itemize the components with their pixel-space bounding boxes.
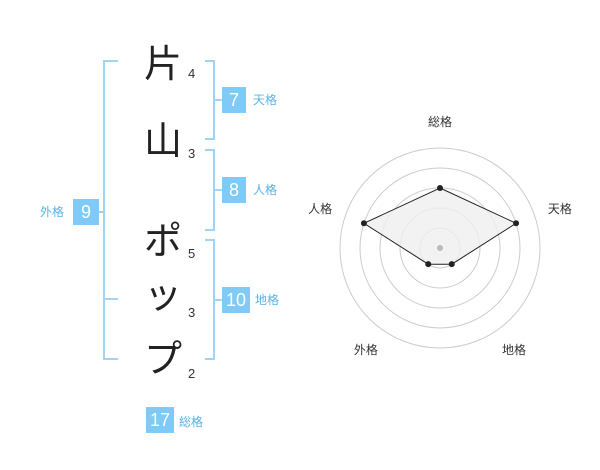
radar-series-shape bbox=[362, 187, 518, 265]
jinkaku-bracket bbox=[205, 149, 215, 231]
radar-axis-label-3: 地格 bbox=[502, 342, 526, 357]
tenkaku-bracket-tick bbox=[215, 99, 222, 101]
stroke-count-5: 2 bbox=[188, 366, 196, 381]
chikaku-label: 地格 bbox=[255, 293, 280, 307]
gaikaku-label: 外格 bbox=[40, 205, 65, 219]
gaikaku-bracket-tick-inner bbox=[103, 298, 118, 300]
chikaku-badge: 10 bbox=[222, 287, 250, 313]
tenkaku-badge: 7 bbox=[222, 87, 246, 113]
stroke-count-2: 3 bbox=[188, 146, 196, 161]
tenkaku-bracket bbox=[205, 60, 215, 140]
soukaku-label: 総格 bbox=[179, 415, 204, 429]
name-char-2: 山 bbox=[143, 119, 182, 163]
chikaku-bracket bbox=[205, 239, 215, 360]
soukaku-badge: 17 bbox=[146, 407, 174, 433]
radar-axis-label-1: 総格 bbox=[428, 114, 452, 129]
radar-center-dot bbox=[437, 245, 443, 251]
stroke-count-3: 5 bbox=[188, 246, 196, 261]
name-char-3: ポ bbox=[143, 219, 182, 263]
radar-axis-label-4: 外格 bbox=[354, 342, 378, 357]
radar-point-3 bbox=[448, 261, 455, 268]
radar-axis-label-5: 人格 bbox=[308, 201, 332, 216]
name-char-4: ッ bbox=[143, 273, 182, 317]
gaikaku-bracket-tick-left bbox=[98, 211, 105, 213]
jinkaku-badge: 8 bbox=[222, 177, 246, 203]
radar-point-5 bbox=[360, 220, 367, 227]
stroke-count-4: 3 bbox=[188, 305, 196, 320]
radar-ring-4 bbox=[359, 167, 521, 329]
jinkaku-bracket-tick bbox=[215, 189, 222, 191]
tenkaku-label: 天格 bbox=[253, 93, 278, 107]
name-char-5: プ bbox=[143, 337, 182, 381]
radar-point-1 bbox=[437, 185, 443, 191]
chikaku-bracket-tick bbox=[215, 299, 222, 301]
gaikaku-badge: 9 bbox=[73, 199, 99, 225]
jinkaku-label: 人格 bbox=[253, 183, 278, 197]
radar-axis-label-2: 天格 bbox=[548, 201, 572, 216]
radar-point-4 bbox=[425, 261, 432, 268]
stroke-count-1: 4 bbox=[188, 66, 196, 81]
radar-point-2 bbox=[513, 220, 520, 227]
gaikaku-bracket bbox=[103, 60, 118, 360]
radar-ring-5 bbox=[339, 147, 541, 349]
name-char-1: 片 bbox=[143, 42, 182, 86]
